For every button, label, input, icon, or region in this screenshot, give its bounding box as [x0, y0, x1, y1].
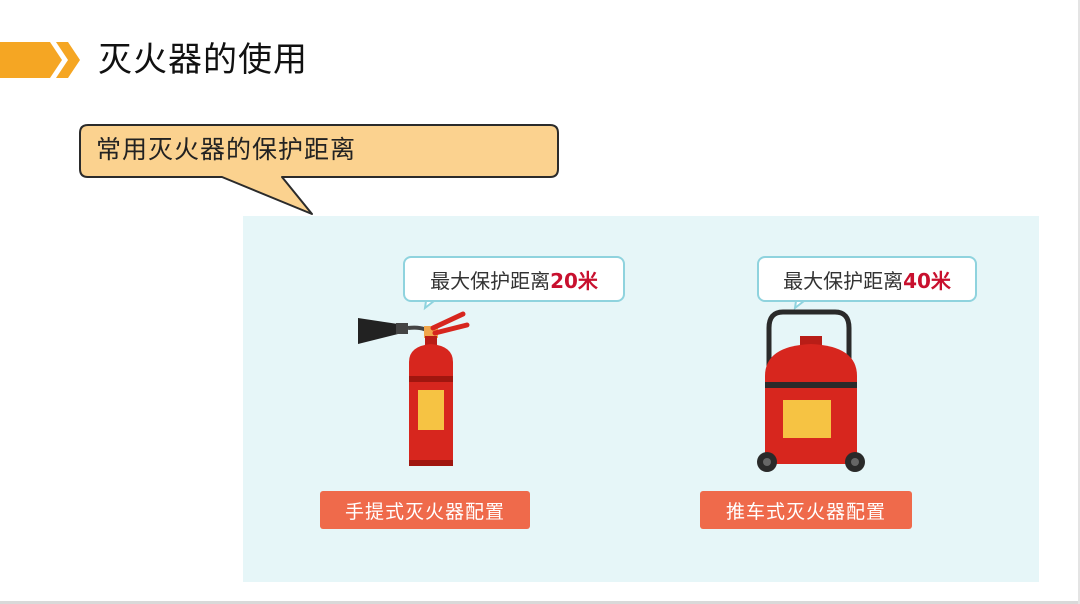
range-value: 20米 [550, 268, 598, 293]
callout-title: 常用灭火器的保护距离 [96, 135, 357, 164]
label-handheld-config: 手提式灭火器配置 [320, 491, 530, 529]
frame-right-border [1078, 0, 1080, 604]
wheeled-extinguisher-icon [757, 293, 865, 472]
header-chevron-icon [0, 42, 80, 78]
page-title: 灭火器的使用 [98, 40, 308, 80]
handheld-extinguisher-icon [358, 293, 470, 466]
range-prefix: 最大保护距离 [783, 268, 904, 293]
frame-bottom-border [0, 601, 1080, 604]
range-value: 40米 [903, 268, 951, 293]
range-prefix: 最大保护距离 [430, 268, 551, 293]
callout-bubble [79, 124, 559, 215]
label-wheeled-config: 推车式灭火器配置 [700, 491, 912, 529]
